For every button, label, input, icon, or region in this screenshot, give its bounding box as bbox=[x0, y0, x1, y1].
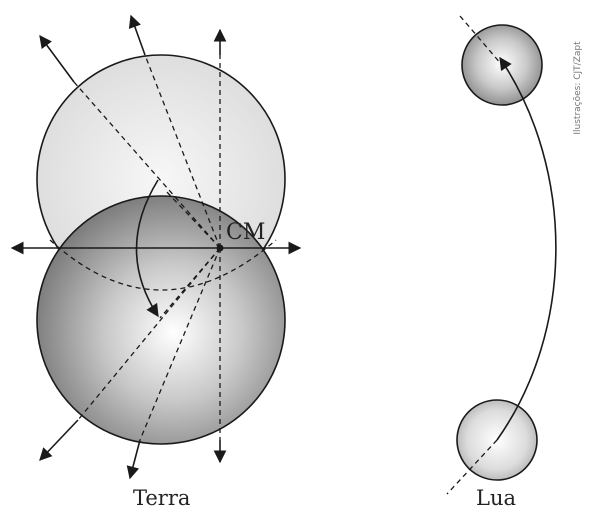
moon-label: Lua bbox=[476, 486, 516, 510]
arrow-down-left bbox=[39, 419, 79, 461]
moon-top-dashed-line bbox=[459, 15, 503, 66]
cm-point bbox=[216, 244, 224, 252]
moon-orbit-arrow bbox=[496, 56, 557, 441]
earth-rotation-arrow bbox=[135, 179, 159, 318]
arrow-up-mid bbox=[128, 14, 146, 56]
dashed-radii-lower bbox=[77, 189, 221, 441]
dashed-radii-upper bbox=[73, 54, 221, 249]
earth-label: Terra bbox=[133, 486, 191, 510]
direction-arrows bbox=[10, 14, 302, 480]
illustration-credit: Ilustrações: CJT/Zapt bbox=[573, 41, 583, 135]
cm-label: CM bbox=[226, 220, 266, 245]
moon-bottom-dashed-line bbox=[446, 439, 498, 495]
arrow-up-left bbox=[39, 34, 75, 83]
arrow-down-mid bbox=[126, 439, 141, 480]
